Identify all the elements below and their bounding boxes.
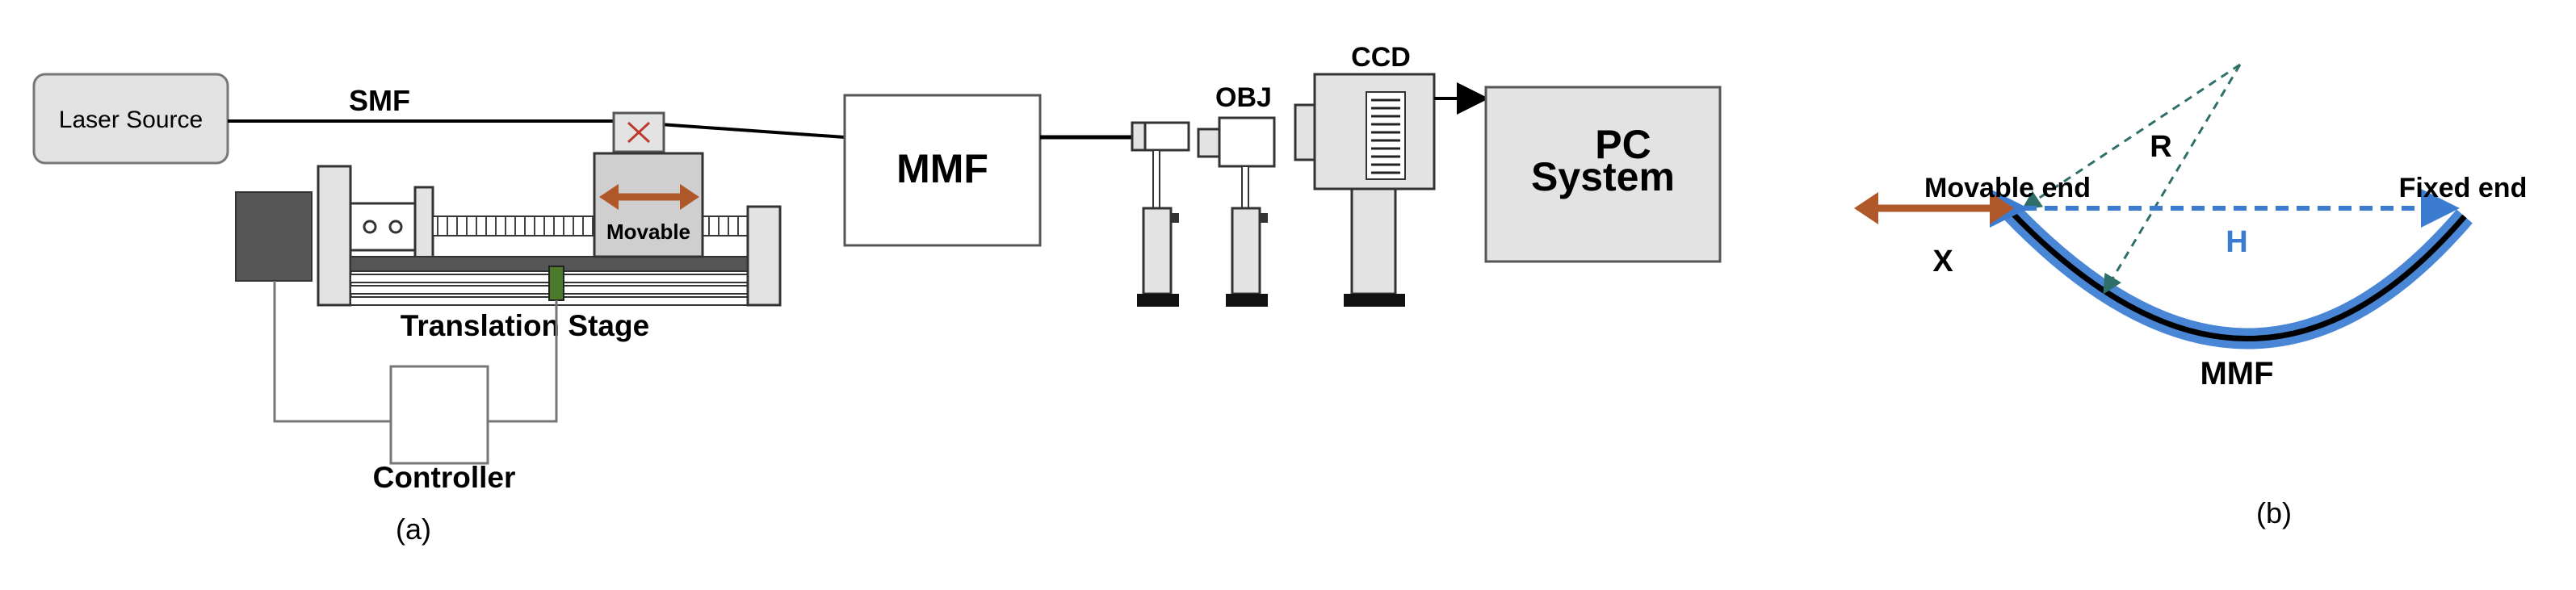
mmf-box bbox=[843, 94, 1042, 247]
panel-a-caption: (a) bbox=[396, 513, 431, 546]
coupler-screw-2 bbox=[388, 220, 403, 234]
controller-wire-left bbox=[273, 281, 391, 423]
radius-label: R bbox=[2150, 130, 2171, 164]
bent-mmf-label: MMF bbox=[2200, 356, 2273, 391]
collimator-post bbox=[1142, 207, 1173, 295]
controller-wire-right bbox=[488, 300, 558, 423]
system-label: System bbox=[1531, 154, 1675, 199]
controller-box bbox=[389, 365, 489, 465]
objective-post-knob bbox=[1260, 213, 1268, 223]
smf-label: SMF bbox=[349, 84, 410, 117]
ccd-lens bbox=[1294, 103, 1316, 161]
objective-post bbox=[1231, 207, 1261, 295]
ccd-post bbox=[1350, 187, 1397, 295]
controller-label: Controller bbox=[373, 461, 516, 494]
objective-body bbox=[1218, 116, 1276, 168]
objective-lens bbox=[1197, 128, 1221, 158]
movable-arrow-right-head bbox=[680, 184, 699, 210]
panel-a: Laser Source SMF Movable Translation Sta… bbox=[32, 42, 1722, 546]
stage-sensor bbox=[548, 266, 564, 301]
panel-b: R H X Movable end Fixed end MMF (b) bbox=[1854, 63, 2528, 529]
fixed-end-label: Fixed end bbox=[2399, 173, 2528, 203]
movable-end-label: Movable end bbox=[1924, 173, 2091, 203]
collimator-post-knob bbox=[1171, 213, 1179, 223]
stage-right-plate bbox=[746, 205, 782, 307]
translation-stage-label: Translation Stage bbox=[401, 309, 649, 342]
obj-label: OBJ bbox=[1215, 82, 1272, 113]
objective-post-top bbox=[1241, 165, 1249, 209]
laser-source-box bbox=[32, 73, 229, 165]
ccd-sensor-grid bbox=[1366, 91, 1406, 180]
radius-line-to-arc bbox=[2103, 64, 2242, 295]
collimator-post-top bbox=[1152, 149, 1160, 209]
movable-label: Movable bbox=[606, 220, 690, 244]
mmf-box-label: MMF bbox=[896, 146, 988, 191]
collimator-base bbox=[1137, 294, 1179, 307]
coupler-screw-1 bbox=[363, 220, 377, 234]
bent-fiber-core bbox=[2008, 209, 2467, 341]
collimator-cap bbox=[1131, 121, 1147, 152]
pc-system-box bbox=[1484, 86, 1722, 263]
stage-coupler bbox=[349, 202, 417, 252]
laser-source-label: Laser Source bbox=[59, 107, 203, 133]
clamp-x-mark bbox=[627, 121, 651, 144]
pc-label: PC bbox=[1595, 122, 1651, 167]
movable-arrow-left-head bbox=[599, 184, 619, 210]
displacement-x-left-head bbox=[1854, 192, 1878, 224]
chord-h-label: H bbox=[2226, 225, 2247, 259]
displacement-x-right-head bbox=[1990, 192, 2014, 224]
ccd-base bbox=[1344, 294, 1405, 307]
ccd-label: CCD bbox=[1351, 42, 1411, 73]
stage-motor bbox=[235, 191, 313, 282]
panel-b-caption: (b) bbox=[2256, 496, 2292, 529]
displacement-x-label: X bbox=[1932, 245, 1953, 278]
objective-base bbox=[1226, 294, 1268, 307]
stage-left-plate bbox=[317, 165, 352, 307]
